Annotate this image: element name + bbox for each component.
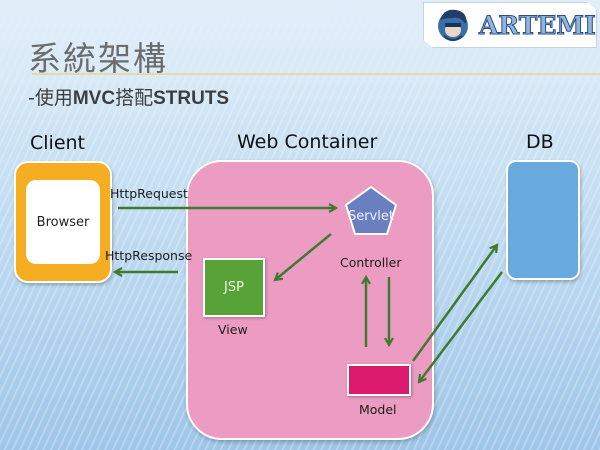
slide-title: 系統架構 [28,39,168,78]
http-request-label: HttpRequest [110,186,188,201]
title-divider [32,73,600,75]
subtitle-mvc: MVC [72,88,116,109]
client-node: Browser [14,161,112,283]
subtitle-mid: 搭配 [115,87,154,109]
mascot-icon [438,9,468,41]
web-container-heading: Web Container [237,131,378,153]
servlet-label: Servlet [348,209,394,224]
db-node [506,160,580,280]
logo-text: ARTEMIS [479,11,597,41]
db-heading: DB [526,131,554,153]
client-heading: Client [30,132,86,154]
subtitle-struts: STRUTS [153,88,230,109]
jsp-view-node: JSP [203,258,265,317]
view-label: View [218,322,248,337]
http-response-label: HttpResponse [105,248,193,263]
model-label: Model [359,402,397,417]
slide-subtitle: -使用MVC搭配STRUTS [28,83,229,110]
browser-node: Browser [26,180,100,264]
model-node [347,364,411,396]
artemis-logo: ARTEMIS [423,2,597,48]
controller-label: Controller [340,255,402,270]
subtitle-prefix: -使用 [28,87,73,109]
